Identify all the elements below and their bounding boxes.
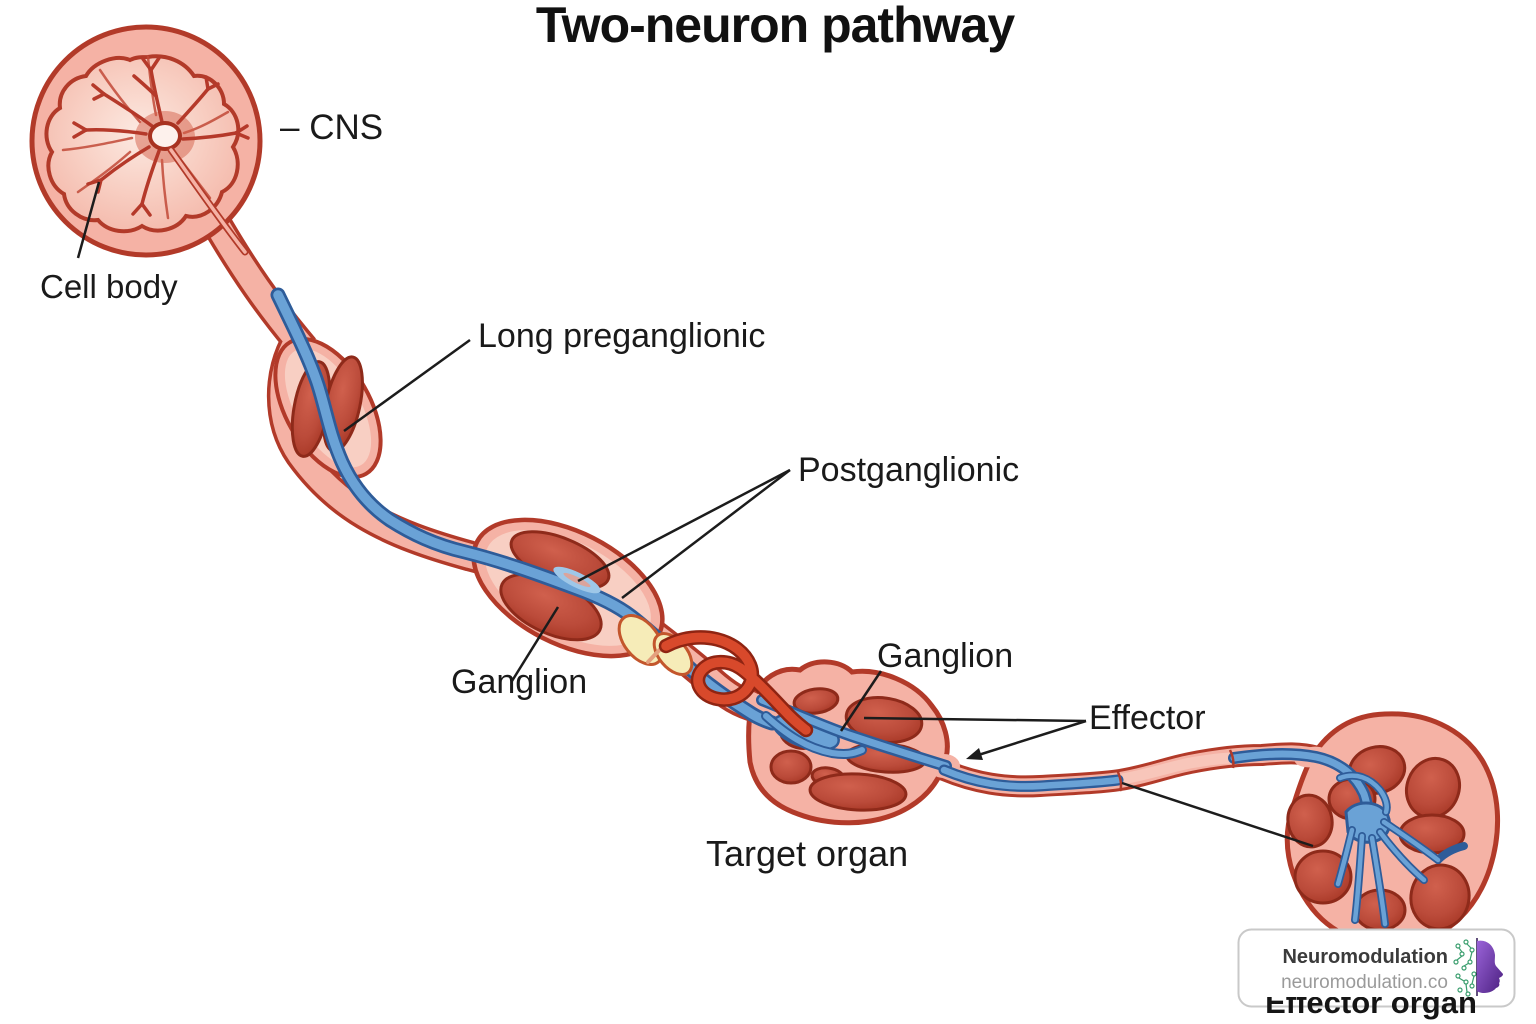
label-effector-organ: Effector organ — [1265, 985, 1477, 1020]
postganglionic-pointer-2 — [621, 469, 791, 599]
arrowhead-icon — [966, 748, 983, 760]
cns-branching-vessels — [72, 56, 250, 217]
pointer-lines — [76, 181, 1314, 848]
label-effector: Effector — [1089, 699, 1206, 737]
effector-pointer-1 — [863, 716, 1087, 723]
badge-url: neuromodulation.co — [1281, 972, 1448, 993]
label-cns: – CNS — [280, 108, 383, 147]
watermark-badge[interactable]: Neuromodulation neuromodulation.co — [1237, 928, 1516, 1008]
label-long-preganglionic: Long preganglionic — [478, 317, 765, 355]
page-title: Two-neuron pathway — [536, 0, 1015, 53]
cell-body-pointer — [76, 181, 101, 259]
neuromodulation-logo-icon — [1453, 938, 1503, 997]
blue-nerve-fibers — [270, 287, 1468, 928]
label-target-organ: Target organ — [706, 833, 908, 874]
postganglionic-pointer-1 — [577, 468, 791, 583]
red-looping-fiber — [658, 630, 814, 738]
label-ganglion-first: Ganglion — [451, 663, 587, 701]
ganglion-first-pointer — [510, 606, 560, 682]
head-profile-icon — [1477, 940, 1503, 993]
effector-pointer-2 — [971, 719, 1087, 759]
badge-title: Neuromodulation — [1282, 946, 1448, 968]
ganglion-second-pointer — [839, 670, 883, 732]
effector-organ-pointer — [1121, 781, 1314, 848]
label-cell-body: Cell body — [40, 268, 178, 305]
label-ganglion-second: Ganglion — [877, 637, 1013, 675]
label-postganglionic: Postganglionic — [798, 451, 1019, 489]
long-preganglionic-pointer — [343, 338, 471, 433]
sheath-segment-rings — [1115, 749, 1235, 792]
badge-background[interactable] — [1237, 928, 1516, 1008]
cns-central-canal — [148, 121, 182, 151]
cns-illustration — [29, 24, 263, 258]
